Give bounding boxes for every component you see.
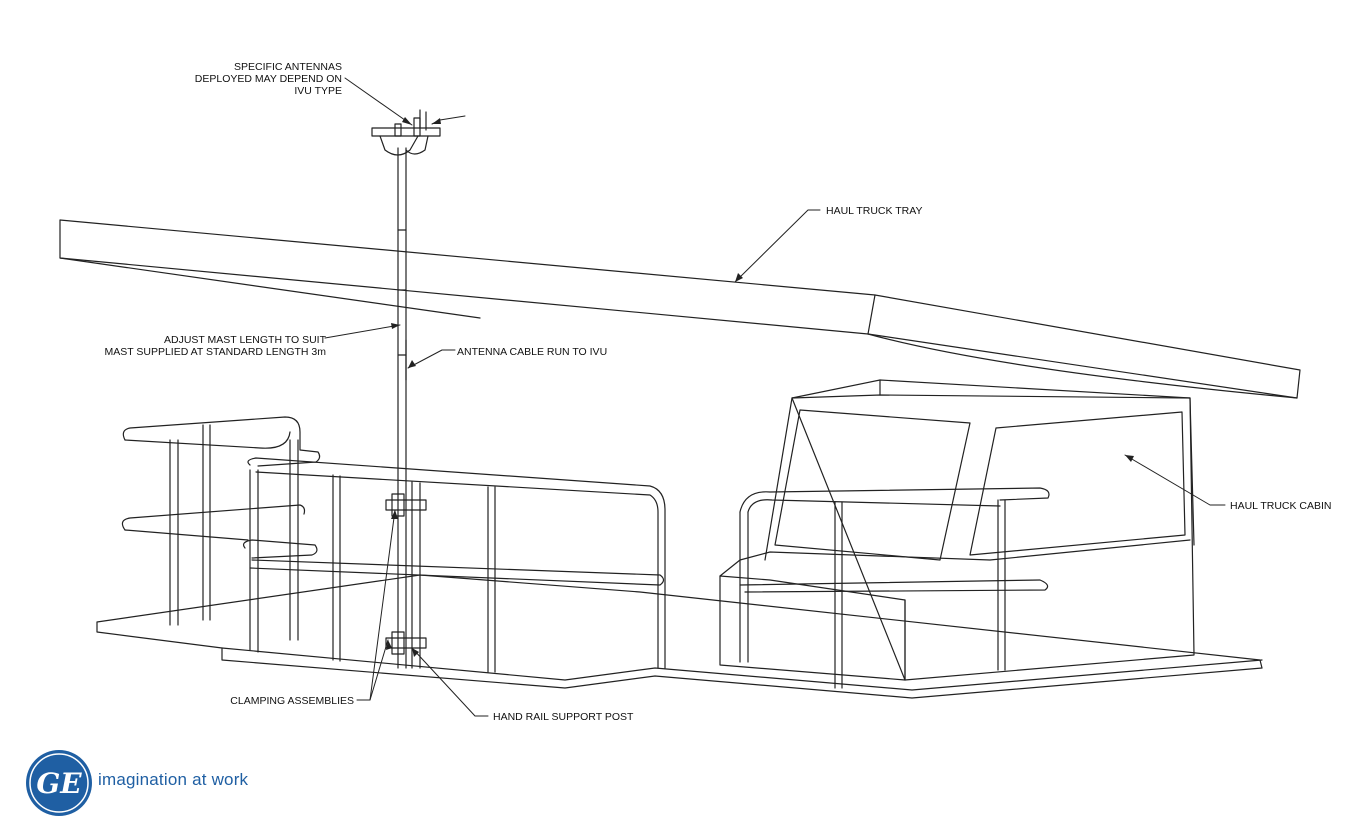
label-clamps: CLAMPING ASSEMBLIES: [230, 695, 354, 707]
label-tray: HAUL TRUCK TRAY: [826, 205, 922, 217]
label-antennas-1: SPECIFIC ANTENNAS: [234, 61, 342, 73]
label-antennas-3: IVU TYPE: [294, 85, 342, 97]
arrowheads: [386, 117, 1134, 657]
label-mast-2: MAST SUPPLIED AT STANDARD LENGTH 3m: [104, 346, 326, 358]
label-cabin: HAUL TRUCK CABIN: [1230, 500, 1332, 512]
hand-rail-left: [122, 417, 319, 652]
deck-platform: [97, 575, 1262, 698]
haul-truck-cabin: [720, 380, 1194, 680]
label-cable: ANTENNA CABLE RUN TO IVU: [457, 346, 607, 358]
ge-logo: GE: [24, 748, 94, 818]
label-antennas-2: DEPLOYED MAY DEPEND ON: [195, 73, 342, 85]
ge-logo-text: GE: [36, 767, 82, 800]
antenna-mast: [372, 110, 440, 668]
hand-rail-centre: [248, 458, 665, 672]
label-post: HAND RAIL SUPPORT POST: [493, 711, 634, 723]
label-mast-1: ADJUST MAST LENGTH TO SUIT: [164, 334, 327, 346]
brand-tagline: imagination at work: [98, 770, 248, 790]
haul-truck-tray: [60, 220, 1300, 398]
hand-rail-right: [740, 488, 1049, 688]
diagram-labels: SPECIFIC ANTENNAS DEPLOYED MAY DEPEND ON…: [104, 61, 1331, 723]
